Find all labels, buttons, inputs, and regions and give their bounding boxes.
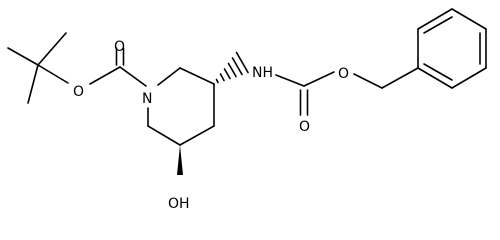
bond-ph-2-3 (417, 8, 453, 30)
atom-label-nh: NH (252, 65, 273, 81)
bond-ph-6-1 (417, 67, 453, 89)
bond-ph-5-6 (451, 67, 487, 89)
molecule-structure: O O N NH O O OH (7, 8, 487, 212)
bond-ring-c4-c5 (179, 125, 215, 146)
bond-ester-oxygen-to-ch2 (353, 73, 383, 89)
bond-carbonyl-to-ester-oxygen (303, 71, 335, 87)
atom-label-ester-oxygen-tbu: O (73, 84, 84, 100)
atom-label-carbonyl-oxygen-cbz: O (299, 119, 310, 135)
benzene-ring (417, 8, 487, 89)
bond-tbu-methyl-bottom (27, 64, 39, 104)
cbz-carbamate (275, 67, 419, 116)
stereo-bonds (177, 51, 249, 175)
piperidine-ring (147, 67, 215, 146)
atom-label-ester-oxygen-bn: O (338, 66, 349, 82)
bond-tbu-methyl-left (7, 47, 39, 66)
hashed-wedge-to-nh (215, 51, 249, 84)
bond-ph-inner-a (423, 16, 453, 34)
structure-canvas: O O N NH O O OH (7, 8, 487, 212)
bond-tbu-to-oxygen (37, 64, 69, 84)
boc-carbamate (89, 47, 147, 87)
bond-tbu-methyl-top (37, 32, 67, 66)
atom-label-hydroxyl: OH (168, 196, 190, 212)
bond-ring-n-c2 (157, 67, 181, 86)
bond-carbonyl-to-ring-n (119, 66, 147, 87)
atom-label-carbonyl-oxygen-boc: O (114, 39, 125, 55)
bond-ring-c5-c6 (147, 125, 181, 146)
bond-nh-to-carbonyl (275, 74, 305, 87)
atom-label-ring-nitrogen: N (142, 91, 152, 107)
bond-ch2-to-phenyl (381, 67, 419, 89)
bond-ring-c2-c3 (179, 67, 215, 85)
tert-butyl-group (7, 32, 69, 104)
bond-oxygen-to-carbonyl (89, 66, 121, 85)
bold-wedge-to-oh (177, 145, 183, 175)
bond-ph-inner-c (423, 63, 453, 81)
bond-ph-3-4 (451, 8, 487, 30)
